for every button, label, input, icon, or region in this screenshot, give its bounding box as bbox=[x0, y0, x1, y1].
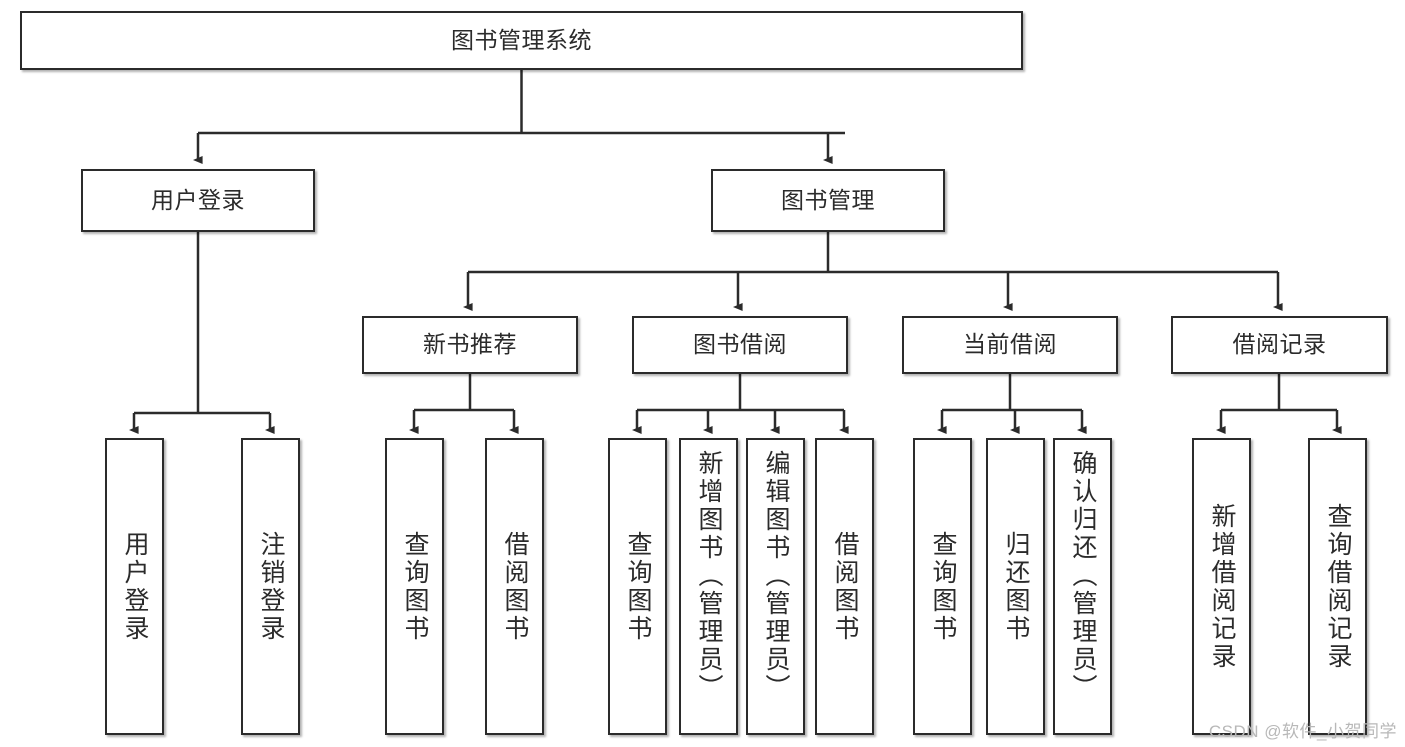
node-root-label: 图书管理系统 bbox=[451, 26, 592, 53]
node-leaf-borrow-book-1-label: 借阅图书 bbox=[501, 530, 529, 643]
node-book-manage-label: 图书管理 bbox=[781, 186, 875, 213]
node-leaf-user-login[interactable]: 用户登录 bbox=[105, 438, 164, 735]
node-leaf-confirm-return[interactable]: 确认归还（管理员） bbox=[1053, 438, 1112, 735]
node-leaf-add-record-label: 新增借阅记录 bbox=[1208, 502, 1236, 671]
node-leaf-borrow-book-2-label: 借阅图书 bbox=[831, 530, 859, 643]
node-leaf-return-book[interactable]: 归还图书 bbox=[986, 438, 1045, 735]
node-leaf-query-record-label: 查询借阅记录 bbox=[1324, 502, 1352, 671]
node-new-book-rec[interactable]: 新书推荐 bbox=[362, 316, 578, 374]
node-new-book-rec-label: 新书推荐 bbox=[423, 331, 517, 358]
node-leaf-query-book-2-label: 查询图书 bbox=[624, 530, 652, 643]
node-leaf-add-book-label: 新增图书（管理员） bbox=[695, 450, 723, 702]
node-leaf-query-book-1[interactable]: 查询图书 bbox=[385, 438, 444, 735]
node-borrow-record[interactable]: 借阅记录 bbox=[1171, 316, 1388, 374]
node-leaf-query-book-3[interactable]: 查询图书 bbox=[913, 438, 972, 735]
node-leaf-query-book-2[interactable]: 查询图书 bbox=[608, 438, 667, 735]
node-leaf-add-record[interactable]: 新增借阅记录 bbox=[1192, 438, 1251, 735]
node-user-login-label: 用户登录 bbox=[151, 186, 245, 213]
node-leaf-add-book[interactable]: 新增图书（管理员） bbox=[679, 438, 738, 735]
node-book-borrow-label: 图书借阅 bbox=[693, 331, 787, 358]
node-user-login[interactable]: 用户登录 bbox=[81, 169, 315, 232]
node-leaf-query-record[interactable]: 查询借阅记录 bbox=[1308, 438, 1367, 735]
node-leaf-user-logout[interactable]: 注销登录 bbox=[241, 438, 300, 735]
node-current-borrow[interactable]: 当前借阅 bbox=[902, 316, 1118, 374]
node-book-manage[interactable]: 图书管理 bbox=[711, 169, 945, 232]
node-leaf-edit-book[interactable]: 编辑图书（管理员） bbox=[746, 438, 805, 735]
watermark-text: CSDN @软件_小贺同学 bbox=[1208, 722, 1397, 741]
node-leaf-query-book-3-label: 查询图书 bbox=[929, 530, 957, 643]
node-root[interactable]: 图书管理系统 bbox=[20, 11, 1023, 70]
node-leaf-query-book-1-label: 查询图书 bbox=[401, 530, 429, 643]
node-borrow-record-label: 借阅记录 bbox=[1232, 331, 1327, 358]
node-leaf-confirm-return-label: 确认归还（管理员） bbox=[1069, 450, 1097, 702]
node-leaf-return-book-label: 归还图书 bbox=[1002, 530, 1030, 643]
node-leaf-edit-book-label: 编辑图书（管理员） bbox=[762, 450, 790, 702]
node-book-borrow[interactable]: 图书借阅 bbox=[632, 316, 848, 374]
node-current-borrow-label: 当前借阅 bbox=[963, 331, 1057, 358]
node-leaf-user-logout-label: 注销登录 bbox=[257, 530, 285, 643]
node-leaf-borrow-book-2[interactable]: 借阅图书 bbox=[815, 438, 874, 735]
node-leaf-user-login-label: 用户登录 bbox=[121, 530, 149, 643]
node-leaf-borrow-book-1[interactable]: 借阅图书 bbox=[485, 438, 544, 735]
